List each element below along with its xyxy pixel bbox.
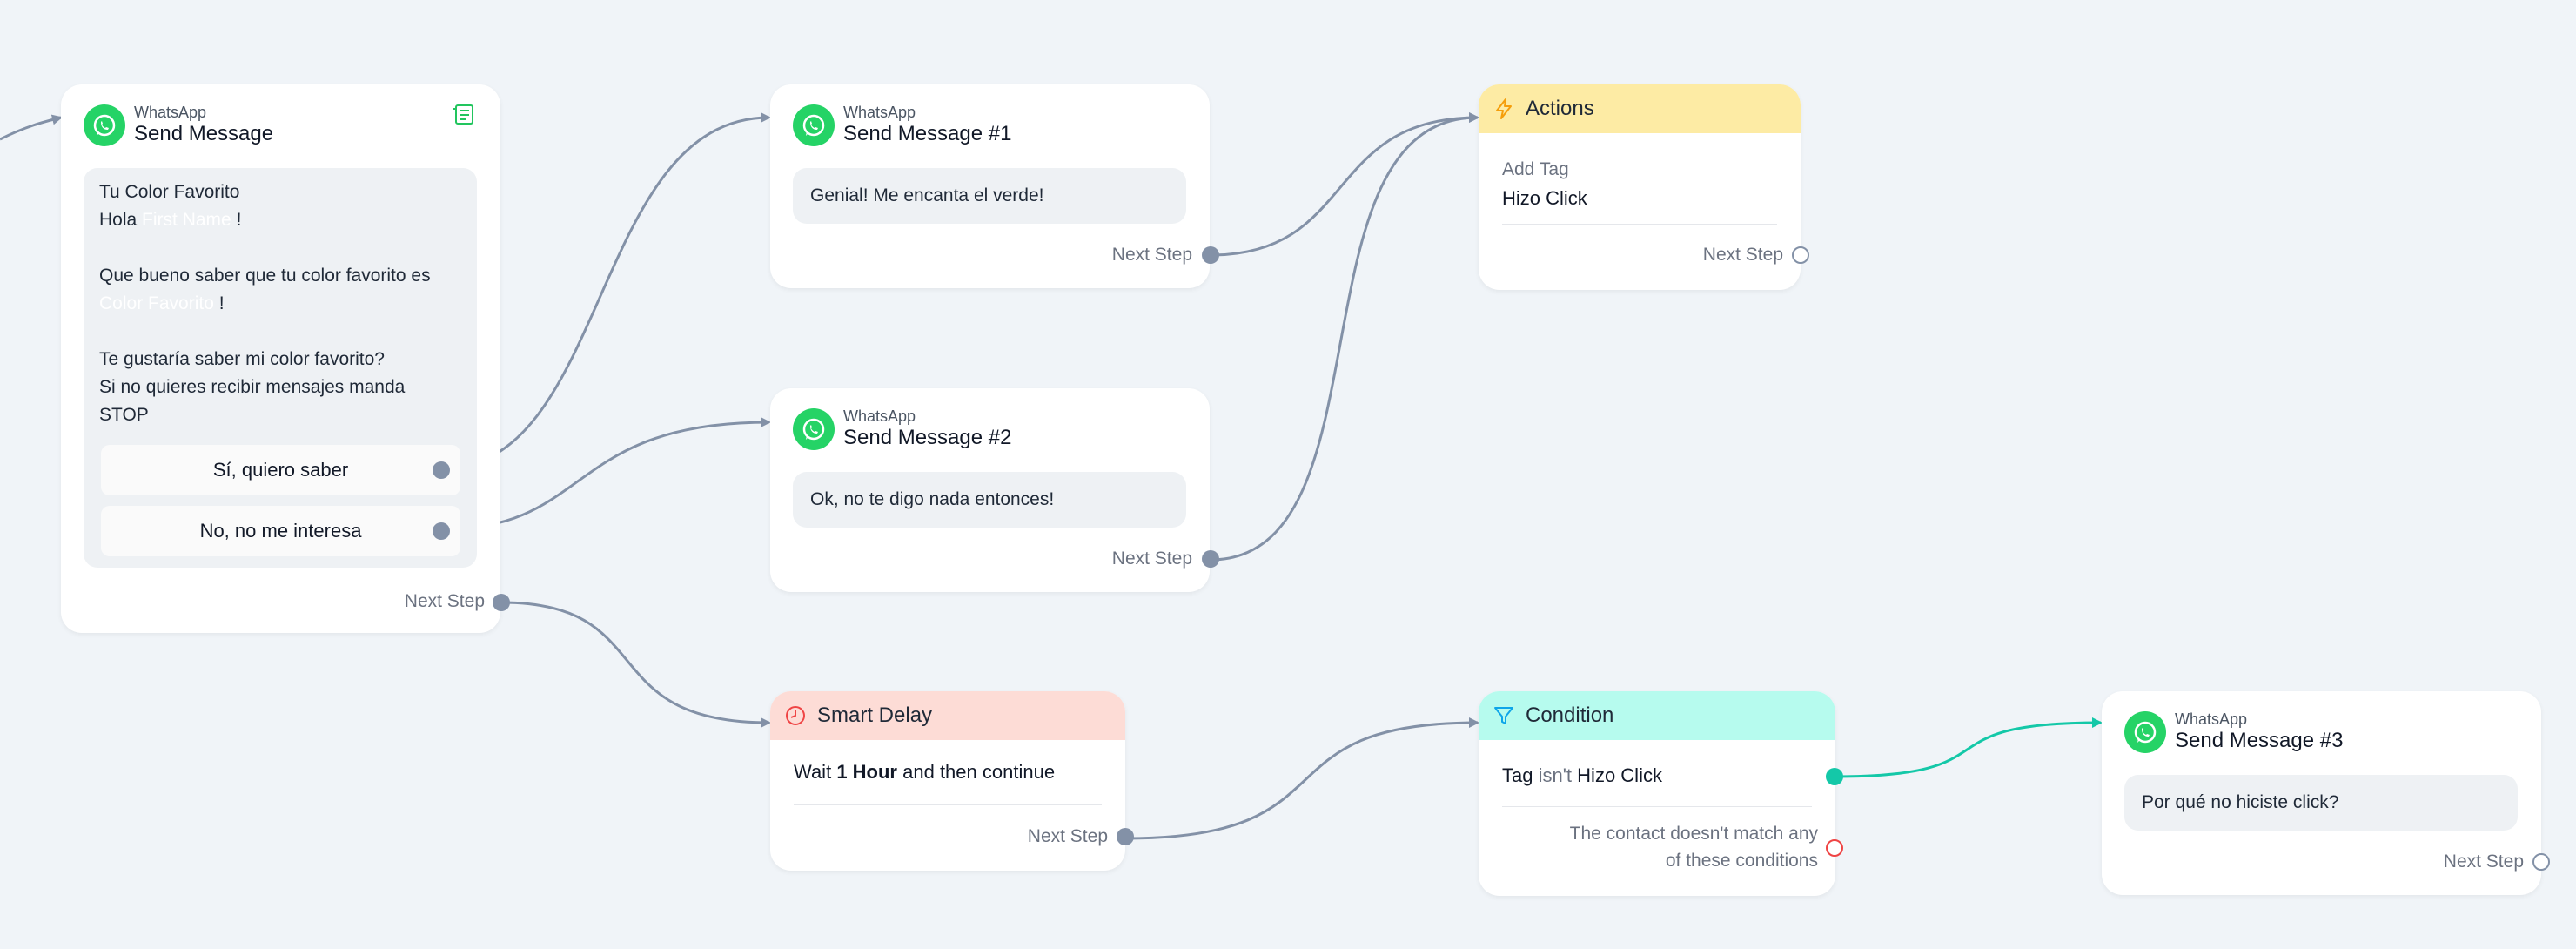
next-step-handle[interactable]: [2532, 853, 2550, 871]
condition-header: Condition: [1479, 691, 1835, 740]
message-line: Si no quieres recibir mensajes manda: [99, 377, 406, 397]
message-line: Te gustaría saber mi color favorito?: [99, 349, 385, 369]
node-send-message-2[interactable]: WhatsApp Send Message #2 Ok, no te digo …: [770, 388, 1219, 592]
node-header: WhatsApp Send Message #1: [793, 104, 1011, 147]
filter-icon: [1493, 704, 1515, 727]
edge-msg1-to-actions: [1210, 112, 1479, 257]
node-title: Send Message #3: [2175, 729, 2344, 752]
node-smart-delay[interactable]: Smart Delay Wait 1 Hour and then continu…: [770, 691, 1134, 871]
channel-label: WhatsApp: [843, 104, 916, 121]
node-send-message-3[interactable]: WhatsApp Send Message #3 Por qué no hici…: [2102, 691, 2550, 895]
message-bubble: Tu Color Favorito Hola First Name ! Que …: [84, 168, 477, 568]
delay-header: Smart Delay: [770, 691, 1125, 740]
channel-label: WhatsApp: [2175, 710, 2248, 728]
next-step-handle[interactable]: [1202, 550, 1219, 568]
variable-color-favorito: Color Favorito: [99, 293, 214, 313]
clock-icon: [784, 704, 807, 727]
node-title: Condition: [1526, 703, 1614, 727]
channel-label: WhatsApp: [843, 407, 916, 425]
node-condition[interactable]: Condition Tag isn't Hizo Click The conta…: [1479, 691, 1843, 896]
edge-condition-to-msg3: [1834, 717, 2103, 778]
node-title: Smart Delay: [817, 703, 933, 727]
next-step-label: Next Step: [404, 591, 485, 611]
message-line: STOP: [99, 405, 149, 425]
node-actions[interactable]: Actions Add Tag Hizo Click Next Step: [1479, 84, 1809, 290]
reply-button-no-handle[interactable]: [433, 522, 450, 540]
whatsapp-icon: [84, 104, 125, 146]
action-value: Hizo Click: [1502, 187, 1587, 209]
node-title: Send Message #1: [843, 122, 1012, 145]
delay-description: Wait 1 Hour and then continue: [794, 761, 1056, 783]
message-line: Que bueno saber que tu color favorito es: [99, 266, 431, 286]
condition-true-handle[interactable]: [1826, 768, 1843, 785]
node-header: WhatsApp Send Message #3: [2124, 710, 2343, 754]
next-step-label: Next Step: [1111, 245, 1192, 265]
next-step-handle[interactable]: [1202, 246, 1219, 264]
whatsapp-icon: [2124, 711, 2166, 753]
node-header: WhatsApp Send Message: [84, 104, 273, 147]
node-title: Actions: [1526, 97, 1594, 120]
edge-incoming: [0, 114, 63, 141]
message-line: Tu Color Favorito: [99, 182, 240, 202]
variable-first-name: First Name: [142, 210, 231, 230]
divider: [1502, 806, 1812, 807]
node-header: WhatsApp Send Message #2: [793, 407, 1011, 451]
message-line: Color Favorito !: [99, 293, 225, 313]
message-line: Hola First Name !: [99, 210, 242, 230]
lightning-icon: [1493, 98, 1515, 120]
condition-rule: Tag isn't Hizo Click: [1502, 764, 1662, 786]
edge-msg2-to-actions: [1210, 112, 1479, 562]
next-step-handle[interactable]: [1792, 246, 1809, 264]
delay-amount: 1 Hour: [836, 761, 897, 783]
next-step-label: Next Step: [1702, 245, 1783, 265]
next-step-label: Next Step: [1027, 826, 1108, 846]
next-step-label: Next Step: [2443, 851, 2524, 872]
reply-button-no[interactable]: No, no me interesa: [101, 506, 460, 556]
condition-else-text: The contact doesn't match any of these c…: [1569, 824, 1818, 871]
actions-header: Actions: [1479, 84, 1801, 133]
edge-next-to-delay: [500, 601, 771, 728]
reply-button-si[interactable]: Sí, quiero saber: [101, 445, 460, 495]
message-bubble: Ok, no te digo nada entonces!: [793, 472, 1186, 528]
divider: [1502, 224, 1777, 225]
condition-operator: isn't: [1538, 764, 1573, 786]
reply-button-si-handle[interactable]: [433, 461, 450, 479]
node-send-message-1[interactable]: WhatsApp Send Message #1 Genial! Me enca…: [770, 84, 1219, 288]
message-bubble: Genial! Me encanta el verde!: [793, 168, 1186, 224]
action-label: Add Tag: [1502, 159, 1569, 179]
whatsapp-icon: [793, 104, 835, 146]
node-title: Send Message: [134, 122, 274, 145]
next-step-handle[interactable]: [1117, 828, 1134, 845]
next-step-handle[interactable]: [493, 594, 510, 611]
channel-label: WhatsApp: [134, 104, 207, 121]
node-title: Send Message #2: [843, 426, 1012, 449]
message-bubble: Por qué no hiciste click?: [2124, 775, 2518, 831]
note-icon[interactable]: [452, 102, 476, 131]
node-send-message[interactable]: WhatsApp Send Message Tu Color Favorito …: [61, 84, 510, 633]
condition-false-handle[interactable]: [1826, 839, 1843, 857]
whatsapp-icon: [793, 408, 835, 450]
next-step-label: Next Step: [1111, 549, 1192, 569]
divider: [794, 804, 1102, 805]
edge-delay-to-condition: [1125, 717, 1479, 840]
